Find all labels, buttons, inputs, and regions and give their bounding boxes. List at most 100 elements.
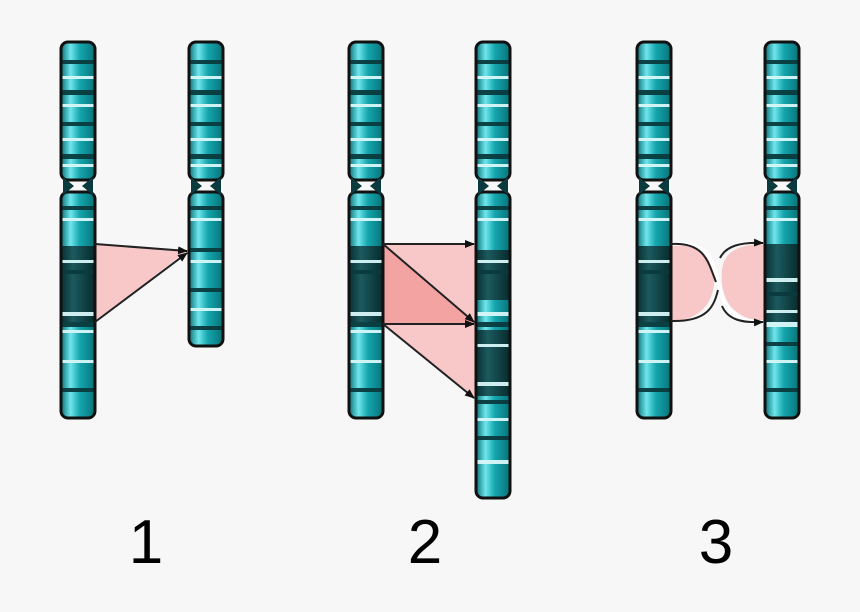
chromosome-1a-band (61, 76, 95, 79)
panel-label-3: 3 (698, 508, 734, 577)
chromosome-3a-band (637, 218, 671, 221)
chromosome-1a-band (61, 122, 95, 126)
chromosome-3b-band (765, 90, 799, 95)
chromosome-2b-band (476, 138, 510, 141)
chromosome-2a-band (349, 218, 383, 221)
chromosome-3b-band (765, 310, 799, 313)
chromosome-3b-band (765, 122, 799, 126)
chromosome-1a-band (61, 312, 95, 316)
chromosome-3a-band (637, 154, 671, 159)
panel-label-1: 1 (128, 508, 164, 577)
chromosome-3a-band (637, 388, 671, 392)
chromosome-2a-band (349, 76, 383, 79)
chromosome-1a-band (61, 260, 95, 263)
chromosome-3a (635, 40, 673, 420)
chromosome-3a-band (637, 122, 671, 126)
chromosome-3a-outline (635, 190, 673, 420)
chromosome-2a-centromere (351, 177, 381, 195)
chromosome-2a-band (349, 330, 383, 333)
exchange-curve-3-bottom-left (670, 289, 719, 323)
chromosome-2b-band (476, 164, 510, 167)
chromosome-1a-band (61, 206, 95, 210)
chromosome-3a-outline (635, 40, 673, 182)
chromosome-2b-dark-region (476, 330, 510, 396)
chromosome-2a-band (349, 154, 383, 159)
chromosome-3a-band (637, 360, 671, 363)
chromosome-1a (59, 40, 97, 420)
chromosome-1a-band (61, 270, 95, 274)
chromosome-3a-band (637, 90, 671, 95)
chromosome-1b-band (189, 260, 223, 263)
chromosome-2b-band (476, 60, 510, 64)
chromosome-3b-band (765, 76, 799, 79)
chromosome-3a-band (637, 330, 671, 333)
chromosome-3a-band (637, 322, 671, 327)
chromosome-3b-band (765, 60, 799, 64)
chromosome-1a-band (61, 360, 95, 363)
chromosome-2a-band (349, 60, 383, 64)
exchange-arrow-3-bottom (721, 305, 764, 327)
chromosome-2a (347, 40, 385, 420)
chromosome-1b-band (189, 154, 223, 159)
chromosome-2b-band (476, 90, 510, 95)
chromosome-2b-outline (474, 40, 512, 182)
chromosome-2a-band (349, 104, 383, 107)
chromosome-3a-band (637, 60, 671, 64)
chromosome-2a-band (349, 90, 383, 95)
chromosome-1b-outline (187, 190, 225, 348)
chromosome-3a-band (637, 138, 671, 141)
chromosome-3a-band (637, 164, 671, 167)
chromosome-1a-centromere (63, 177, 93, 195)
chromosome-2b (474, 40, 512, 500)
chromosome-3b-band (765, 278, 799, 282)
chromosome-1b-band (189, 164, 223, 167)
chromosome-2a-outline (347, 40, 385, 182)
chromosome-3b-dark-region (765, 244, 799, 322)
chromosome-2a-band (349, 206, 383, 210)
chromosome-3b-band (765, 138, 799, 141)
chromosome-3b-band (765, 104, 799, 107)
chromosome-3a-centromere (639, 177, 669, 195)
chromosome-1b-band (189, 122, 223, 126)
chromosome-1b-band (189, 326, 223, 330)
chromosome-1b-long-arm (189, 192, 223, 346)
chromosome-3a-dark-region (637, 246, 671, 322)
chromosome-2a-dark-region (349, 246, 383, 322)
chromosome-1a-band (61, 330, 95, 333)
chromosome-3b-band (765, 154, 799, 159)
chromosome-1a-outline (59, 40, 97, 182)
exchange-gap (670, 241, 764, 324)
exchange-region-3b (721, 244, 765, 322)
chromosome-2a-band (349, 360, 383, 363)
chromosome-2b-band (476, 460, 510, 464)
exchange-curve-3-top-left (670, 242, 717, 283)
chromosome-2b-band (476, 260, 510, 263)
chromosome-2a-band (349, 138, 383, 141)
chromosome-2a-band (349, 388, 383, 392)
chromosome-3b-band (765, 206, 799, 210)
chromosome-1b-band (189, 206, 223, 210)
chromosome-3b-band (765, 388, 799, 392)
chromosome-2b-band (476, 382, 510, 386)
chromosome-2b-centromere (478, 177, 508, 195)
chromosome-2a-band (349, 270, 383, 274)
transfer-arrow-2-b (382, 243, 475, 323)
chromosome-1a-band (61, 322, 95, 327)
chromosome-2a-outline (347, 190, 385, 420)
chromosome-1a-band (61, 164, 95, 167)
chromosome-2b-band (476, 344, 510, 347)
chromosome-2b-dark-region (476, 250, 510, 300)
chromosome-1b-centromere (191, 177, 221, 195)
chromosome-3a-band (637, 76, 671, 79)
chromosome-2a-band (349, 164, 383, 167)
chromosome-1a-band (61, 60, 95, 64)
chromosome-3a-band (637, 206, 671, 210)
chromosome-3b-band (765, 218, 799, 221)
chromosome-2a-band (349, 312, 383, 316)
chromosome-1a-outline (59, 190, 97, 420)
chromosome-3b-outline (763, 190, 801, 420)
chromosome-1b-outline (187, 40, 225, 182)
chromosome-2b-band (476, 76, 510, 79)
